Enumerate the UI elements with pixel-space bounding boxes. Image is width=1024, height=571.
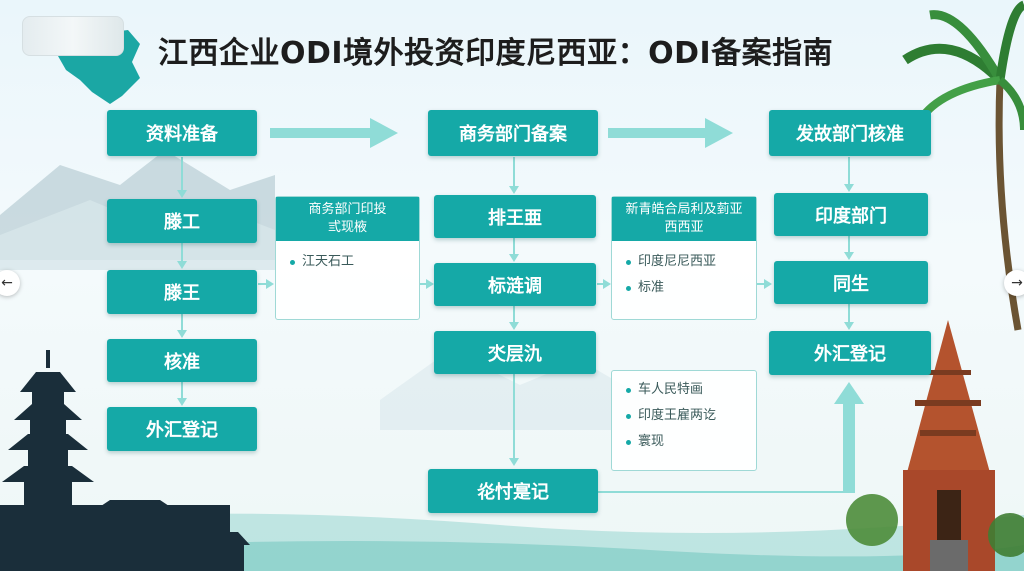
step-col1-approval[interactable]: 核准 <box>107 339 257 382</box>
step-col1-3[interactable]: 滕王 <box>107 270 257 314</box>
step-col3-2[interactable]: 排王亜 <box>434 195 596 238</box>
page-title: 江西企业ODI境外投资印度尼西亚：ODI备案指南 <box>158 36 834 71</box>
chevron-left-icon: ← <box>1 275 13 291</box>
card-list-item: 标准 <box>626 275 756 301</box>
info-card-commerce: 商务部门印投 弎现棭 江天石工 <box>275 196 420 320</box>
card-list-item: 车人民特画 <box>626 377 756 403</box>
info-card-indonesia: 新青皓合局利及菿亚 西西亚 印度尼尼西亚 标准 <box>611 196 757 320</box>
card-heading: 新青皓合局利及菿亚 西西亚 <box>612 197 756 241</box>
step-materials-prep[interactable]: 资料准备 <box>107 110 257 156</box>
shrub-icon <box>846 494 898 546</box>
card-list-item: 印度王雇两讫 <box>626 403 756 429</box>
card-list-item: 印度尼尼西亚 <box>626 249 756 275</box>
info-card-notes: 车人民特画 印度王雇两讫 寰现 <box>611 370 757 471</box>
step-col1-forex[interactable]: 外汇登记 <box>107 407 257 451</box>
flow-connectors <box>177 118 864 493</box>
next-slide-button[interactable]: → <box>1004 270 1024 296</box>
blurred-logo <box>22 16 124 56</box>
temple-icon <box>903 320 995 571</box>
card-heading: 商务部门印投 弎现棭 <box>276 197 419 241</box>
pagoda-icon <box>0 350 250 571</box>
step-ndrc-approval[interactable]: 发故部门核准 <box>769 110 931 156</box>
card-list-item: 江天石工 <box>290 249 419 275</box>
step-col5-india-dept[interactable]: 印度部门 <box>774 193 928 236</box>
step-col3-3[interactable]: 标涟调 <box>434 263 596 306</box>
step-col3-4[interactable]: 氼层氿 <box>434 331 596 374</box>
step-commerce-filing[interactable]: 商务部门备案 <box>428 110 598 156</box>
step-col5-forex[interactable]: 外汇登记 <box>769 331 931 375</box>
prev-slide-button[interactable]: ← <box>0 270 20 296</box>
card-list-item: 寰现 <box>626 429 756 455</box>
chevron-right-icon: → <box>1011 275 1023 291</box>
step-col3-5[interactable]: 炛忖寔记 <box>428 469 598 513</box>
step-col5-3[interactable]: 同生 <box>774 261 928 304</box>
step-col1-2[interactable]: 滕工 <box>107 199 257 243</box>
